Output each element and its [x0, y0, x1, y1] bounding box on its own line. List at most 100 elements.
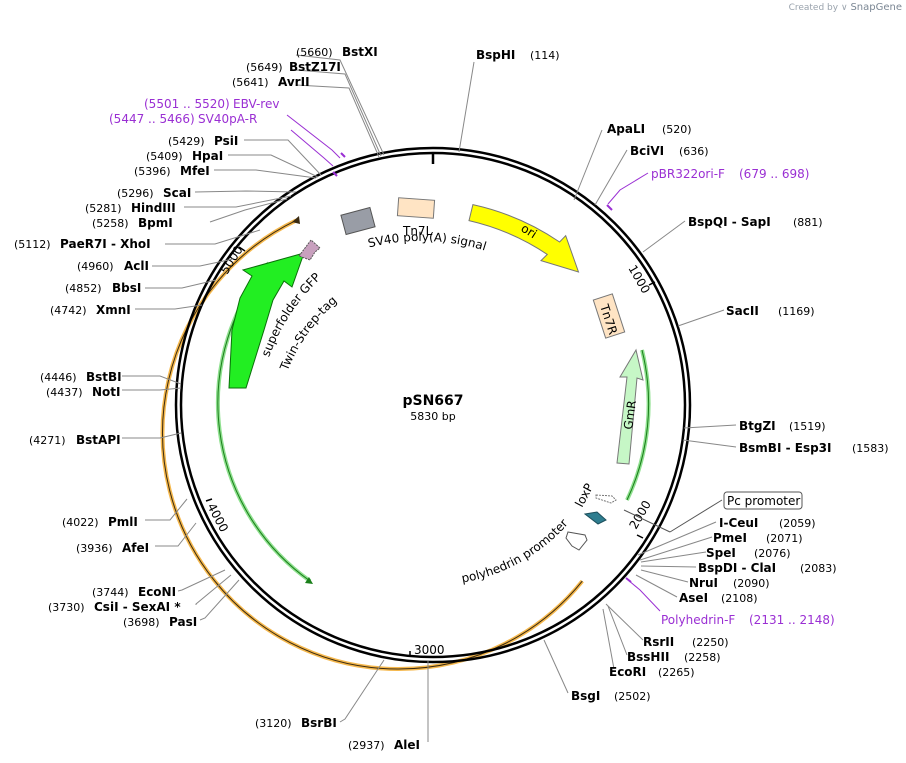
leader-bspdi: [640, 565, 697, 568]
leader-spei: [640, 551, 707, 563]
site-name-noti: NotI: [92, 385, 121, 399]
feature-tn7l: [396, 197, 436, 219]
leader-pasi: [199, 579, 240, 621]
primer-mark-polh: [625, 577, 632, 583]
leader-bsmbi: [682, 439, 737, 448]
primer-pos-pbr322ori-f: (679 .. 698): [739, 167, 809, 181]
site-name-bspdi: BspDI - ClaI: [698, 561, 776, 575]
leader-acli: [152, 258, 234, 267]
site-pos-xhoi: (5112): [14, 238, 51, 251]
site-name-bstapi: BstAPI: [76, 433, 121, 447]
feature-label-polyhedrin-promoter: polyhedrin promoter: [460, 516, 570, 585]
leader-sacii: [677, 309, 725, 327]
site-pos-hindiii: (5281): [85, 202, 122, 215]
tick-5000: [238, 246, 246, 252]
leader-apali: [573, 129, 603, 201]
site-pos-bsrbi: (3120): [255, 717, 292, 730]
site-pos-bstbi: (4446): [40, 371, 77, 384]
site-name-afei: AfeI: [122, 541, 149, 555]
leader-afei: [155, 522, 197, 547]
orf-arc-outer-arrowhead: [292, 216, 300, 224]
site-pos-noti: (4437): [46, 386, 83, 399]
site-pos-bsgi: (2502): [614, 690, 651, 703]
primer-mark-ebv: [340, 152, 346, 158]
site-name-apali: ApaLI: [607, 122, 645, 136]
site-name-psii: PsiI: [214, 134, 238, 148]
site-name-bsphi: BspHI: [476, 48, 515, 62]
leader-iceui: [637, 521, 717, 556]
feature-superfolder-gfp: [228, 252, 305, 389]
primer-mark-pbr: [606, 204, 613, 211]
site-pos-econi: (3744): [92, 586, 129, 599]
site-name-avrii: AvrII: [278, 75, 310, 89]
tick-label-2000: 2000: [626, 498, 653, 531]
site-name-csii: CsiI - SexAI *: [94, 600, 181, 614]
site-name-pmei: PmeI: [713, 531, 747, 545]
plasmid-size: 5830 bp: [410, 410, 455, 423]
leader-csii: [195, 574, 232, 605]
leader-bstxi: [295, 54, 385, 156]
site-pos-psii: (5429): [168, 135, 205, 148]
leader-bspqi: [642, 220, 686, 253]
site-name-bstbi: BstBI: [86, 370, 122, 384]
primer-marks: [332, 152, 632, 583]
site-pos-bpmi: (5258): [92, 217, 129, 230]
site-name-rsrii: RsrII: [643, 635, 674, 649]
primer-name-ebv-rev: EBV-rev: [233, 97, 279, 111]
snapgene-logo-icon: ∨: [840, 3, 848, 13]
leader-bsshii: [607, 605, 628, 656]
site-pos-sacii: (1169): [778, 305, 815, 318]
primer-name-polyhedrin-f: Polyhedrin-F: [661, 613, 735, 627]
site-pos-pmli: (4022): [62, 516, 99, 529]
pc-promoter-leader: [669, 499, 723, 533]
site-name-acli: AclI: [124, 259, 149, 273]
feature-loxp: [595, 494, 617, 504]
site-pos-mfei: (5396): [134, 165, 171, 178]
site-pos-hpai: (5409): [146, 150, 183, 163]
orf-arc-gmr-line: [626, 349, 650, 501]
leader-asei: [635, 574, 678, 598]
site-name-bsshii: BssHII: [627, 650, 669, 664]
site-pos-avrii: (5641): [232, 76, 269, 89]
site-name-bsrbi: BsrBI: [301, 716, 337, 730]
site-name-ecori: EcoRI: [609, 665, 646, 679]
site-name-btgzi: BtgZI: [739, 419, 776, 433]
site-name-mfei: MfeI: [180, 164, 210, 178]
site-pos-bbsi: (4852): [65, 282, 102, 295]
leader-psii: [244, 139, 322, 176]
site-name-bpmi: BpmI: [138, 216, 173, 230]
site-pos-iceui: (2059): [779, 517, 816, 530]
site-pos-pasi: (3698): [123, 616, 160, 629]
site-name-spei: SpeI: [706, 546, 736, 560]
site-pos-bcivi: (636): [679, 145, 709, 158]
feature-tn7r: [592, 293, 626, 339]
site-pos-bspdi: (2083): [800, 562, 837, 575]
right-site-labels: BspHI (114) ApaLI (520) BciVI (636) BspQ…: [476, 48, 889, 703]
leader-bsphi: [458, 61, 475, 153]
pc-promoter-box: [723, 491, 803, 510]
leader-bstz17i: [295, 69, 382, 157]
site-pos-asei: (2108): [721, 592, 758, 605]
credit-prefix: Created by: [788, 3, 839, 13]
primer-pos-sv40pa-r: (5447 .. 5466): [109, 112, 195, 126]
credit-brand: SnapGene: [850, 2, 902, 13]
site-name-alei: AleI: [394, 738, 420, 752]
site-pos-bspqi: (881): [793, 216, 823, 229]
site-name-xmni: XmnI: [96, 303, 131, 317]
primer-name-sv40pa-r: SV40pA-R: [198, 112, 257, 126]
site-pos-btgzi: (1519): [789, 420, 826, 433]
primer-leader-lines: [286, 114, 661, 612]
left-site-labels: (5660) BstXI (5649) BstZ17I (5641) AvrII…: [14, 45, 420, 752]
leader-bpmi: [209, 198, 288, 223]
site-name-bbsi: BbsI: [112, 281, 141, 295]
site-name-asei: AseI: [679, 591, 708, 605]
feature-label-loxp: loxP: [572, 481, 596, 509]
backbone-outer: [174, 146, 692, 664]
primer-pos-ebv-rev: (5501 .. 5520): [144, 97, 230, 111]
tick-2000: [636, 534, 644, 539]
leader-avrii: [295, 84, 380, 158]
site-pos-scai: (5296): [117, 187, 154, 200]
orf-arc-outer-inner-line: [162, 219, 583, 670]
leader-pmli: [145, 498, 188, 521]
feature-ori: [468, 204, 580, 273]
